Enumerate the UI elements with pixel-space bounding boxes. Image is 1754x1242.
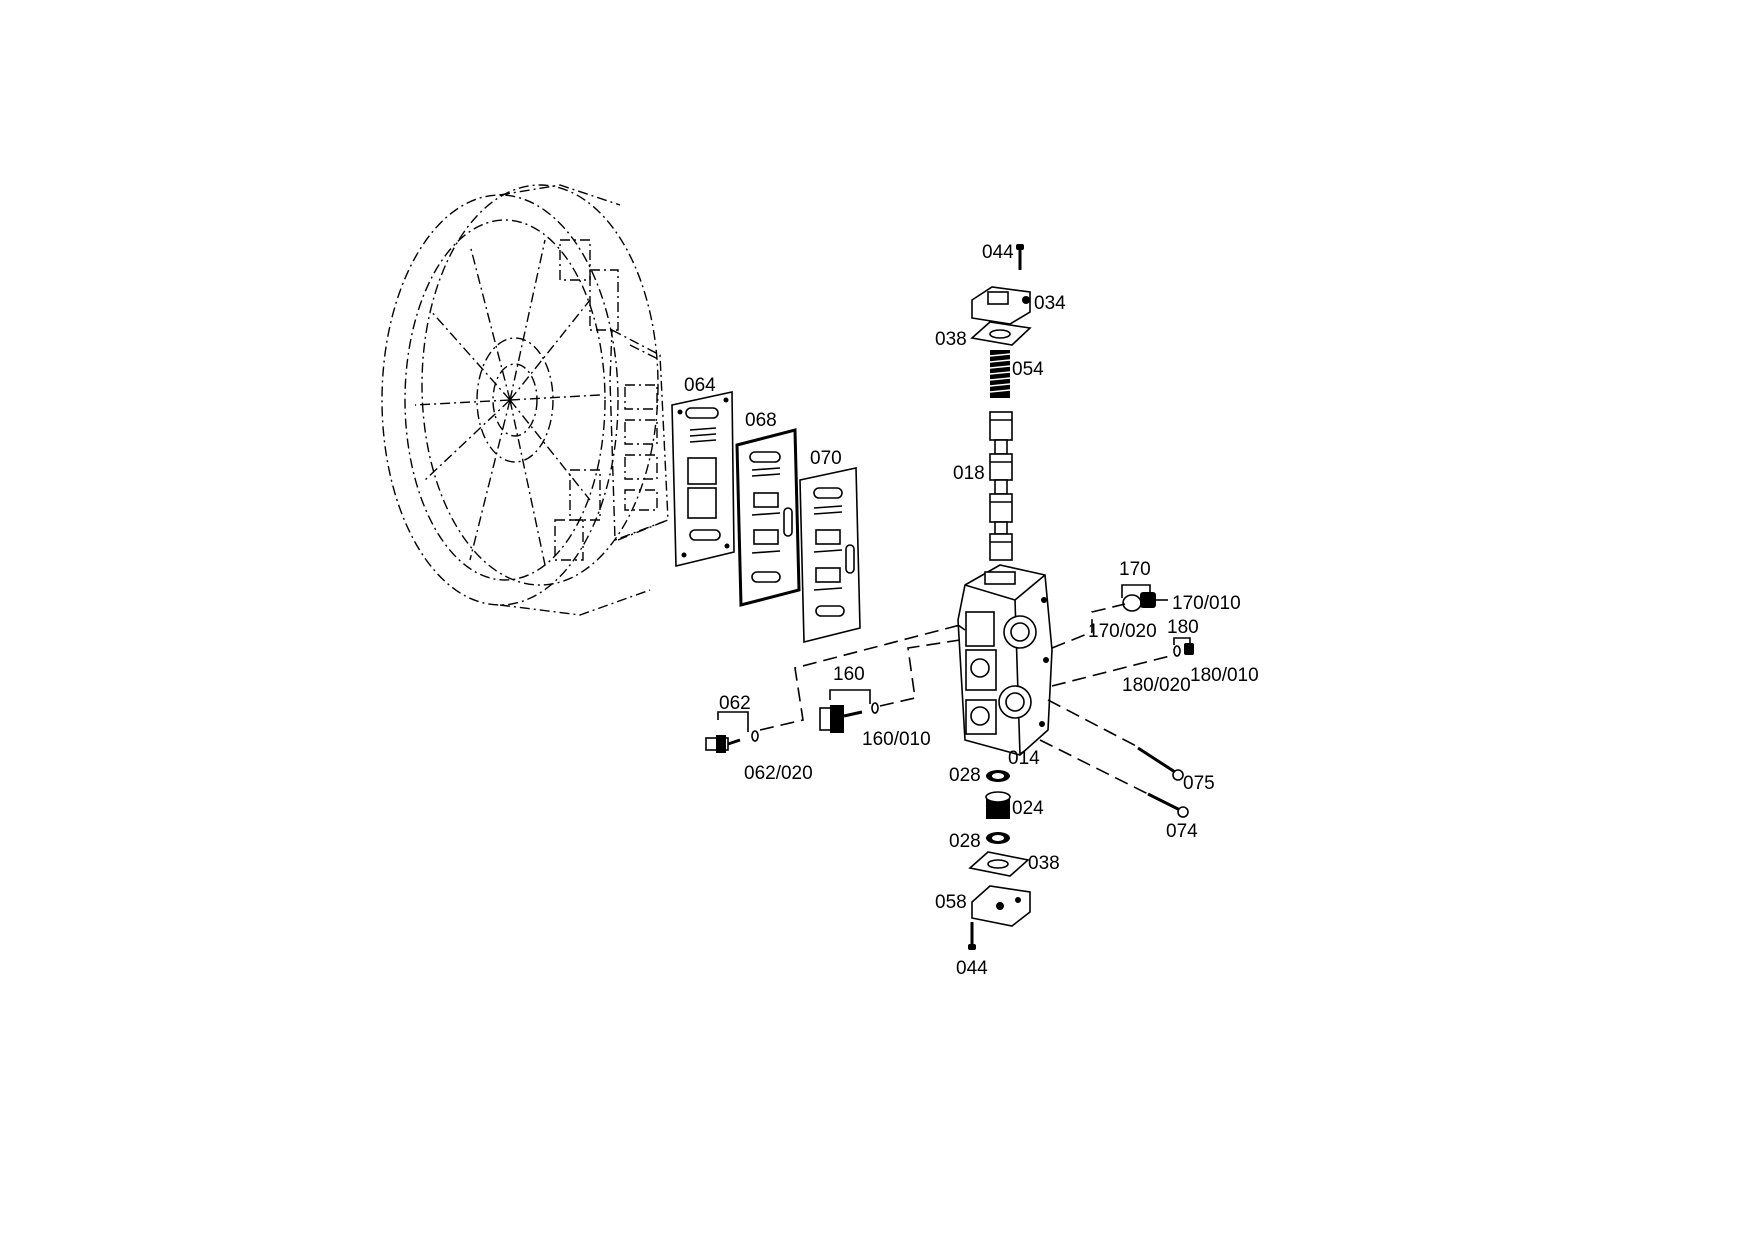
- assembly-lines: [759, 603, 1171, 795]
- bolt-074: [1147, 792, 1189, 818]
- label-044-top: 044: [982, 242, 1014, 263]
- label-180-010: 180/010: [1190, 665, 1259, 686]
- gasket-038-bottom: [968, 851, 1030, 877]
- label-038-top: 038: [935, 329, 967, 350]
- label-018: 018: [953, 463, 985, 484]
- label-064: 064: [684, 375, 716, 396]
- spool-018: [989, 411, 1013, 561]
- sensor-160: [819, 702, 879, 733]
- cover-058: [971, 885, 1031, 927]
- label-074: 074: [1166, 821, 1198, 842]
- label-070: 070: [810, 448, 842, 469]
- label-068: 068: [745, 410, 777, 431]
- valve-body: [957, 564, 1053, 756]
- label-024: 024: [1012, 798, 1044, 819]
- label-062: 062: [719, 693, 751, 714]
- gasket-038-top: [970, 321, 1032, 346]
- seal-028-bottom: [986, 832, 1010, 844]
- part-labels: 044 034 038 054 018 064 068 070 170 170/…: [684, 242, 1259, 979]
- label-014: 014: [1008, 748, 1040, 769]
- label-038-bottom: 038: [1028, 853, 1060, 874]
- label-054: 054: [1012, 359, 1044, 380]
- label-028-bottom: 028: [949, 831, 981, 852]
- sender-062: [705, 730, 759, 753]
- label-160-010: 160/010: [862, 729, 931, 750]
- label-180: 180: [1167, 617, 1199, 638]
- label-028-top: 028: [949, 765, 981, 786]
- plug-024: [985, 791, 1011, 819]
- gasket-064: [671, 391, 735, 568]
- bolt-044-bottom: [968, 922, 976, 950]
- bolt-075: [1137, 746, 1184, 781]
- gasket-070: [799, 467, 861, 644]
- spring-054: [989, 350, 1011, 398]
- label-058: 058: [935, 892, 967, 913]
- plug-170: [1122, 592, 1168, 612]
- label-075: 075: [1183, 773, 1215, 794]
- label-170-010: 170/010: [1172, 593, 1241, 614]
- flywheel-housing: [381, 184, 669, 616]
- gasket-068: [735, 428, 801, 607]
- label-170: 170: [1119, 559, 1151, 580]
- label-044-bottom: 044: [956, 958, 988, 979]
- bolt-044-top: [1016, 244, 1024, 270]
- seal-028-top: [986, 770, 1010, 782]
- label-brackets: [717, 584, 1191, 732]
- label-160: 160: [833, 664, 865, 685]
- label-034: 034: [1034, 293, 1066, 314]
- label-170-020: 170/020: [1088, 621, 1157, 642]
- label-180-020: 180/020: [1122, 675, 1191, 696]
- cover-034: [971, 286, 1031, 325]
- label-062-020: 062/020: [744, 763, 813, 784]
- plug-180: [1173, 643, 1194, 657]
